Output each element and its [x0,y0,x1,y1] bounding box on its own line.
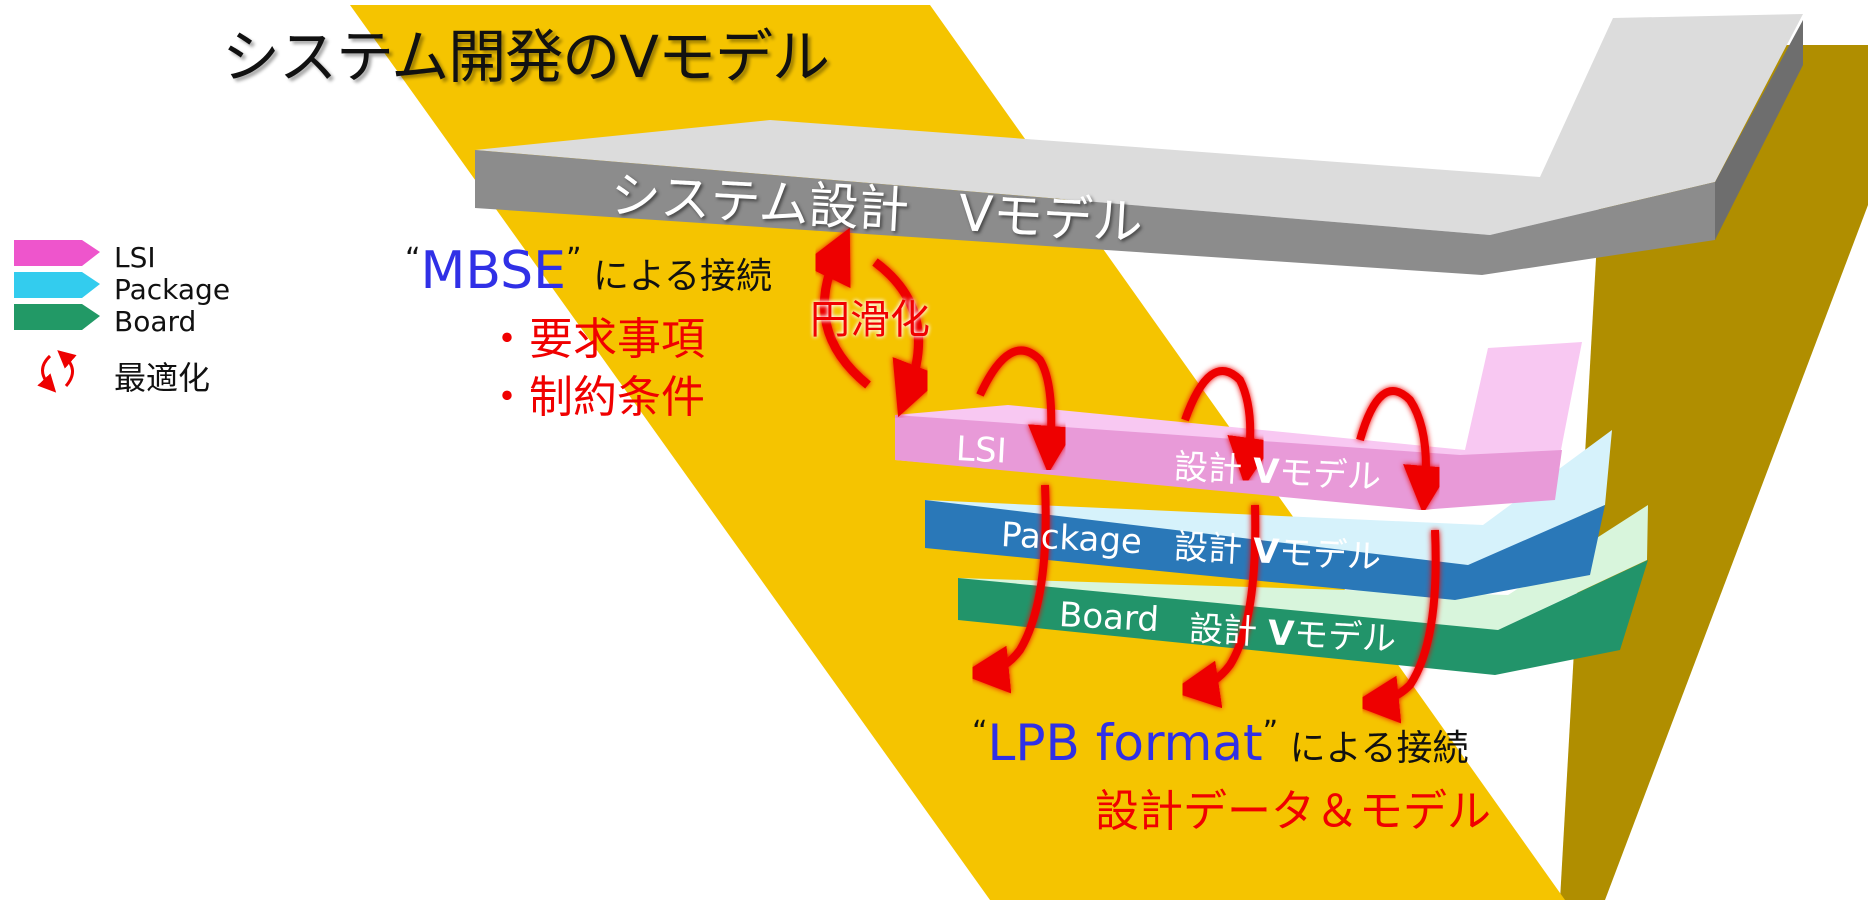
legend-label-board: Board [114,305,197,338]
cross-layer-arrow-2 [1171,504,1260,709]
mbse-suffix: による接続 [581,256,772,297]
lpb-quote-open: “ [972,715,988,750]
legend-label-optimize: 最適化 [114,359,211,397]
legend-label-package: Package [114,273,231,306]
smoothing-label: 円滑化 [810,297,930,343]
legend-swatch-package [14,272,100,298]
lsi-v-letter: V [1251,451,1281,493]
lpb-quote-close: ” [1262,715,1279,750]
mbse-item-requirements: ・要求事項 [485,314,705,365]
board-layer-name: Board [1058,595,1160,641]
package-design-word: 設計 [1173,527,1244,571]
lpb-suffix: による接続 [1278,728,1469,769]
board-slab-front [958,560,1648,675]
mbse-quote-open: “ [405,242,421,277]
legend-swatch-lsi [14,240,100,266]
package-layer-name: Package [1000,515,1143,563]
v-shape-right-arm [1560,45,1868,900]
lsi-design-word: 設計 [1173,447,1244,491]
package-layer-model: 設計 Vモデル [1173,527,1383,578]
smoothing-arrow-down [872,258,943,418]
lsi-optimize-loop-3 [1356,387,1451,514]
lpb-subtitle: 設計データ＆モデル [1095,786,1491,837]
lpb-connection-label: “LPB format” による接続 [972,715,1469,769]
system-slab-top [475,14,1803,235]
lpb-name: LPB format [987,714,1263,772]
package-model-word: モデル [1278,532,1383,578]
mbse-quote-close: ” [566,242,582,277]
legend-swatch-board [14,304,100,330]
board-v-letter: V [1266,613,1296,655]
lsi-layer-name: LSI [955,429,1008,472]
cross-layer-arrow-3 [1351,529,1440,724]
board-design-word: 設計 [1188,609,1259,653]
mbse-name: MBSE [420,241,567,301]
lsi-layer-model: 設計 Vモデル [1173,447,1383,498]
legend-label-lsi: LSI [114,241,156,274]
optimize-icon [37,350,77,393]
page-title: システム開発のVモデル [222,23,830,91]
smoothing-arrow-up [801,227,871,389]
lsi-model-word: モデル [1278,452,1383,498]
lsi-optimize-loop-2 [1181,367,1275,486]
system-slab-front [475,150,1715,275]
package-v-letter: V [1251,531,1281,573]
board-layer-model: 設計 Vモデル [1188,609,1398,660]
mbse-item-constraints: ・制約条件 [485,372,705,423]
system-slab-side [1715,20,1803,240]
mbse-connection-label: “MBSE” による接続 [405,242,772,298]
cross-layer-arrow-1 [961,484,1050,694]
board-model-word: モデル [1293,614,1398,660]
lsi-optimize-loop-1 [976,346,1076,474]
